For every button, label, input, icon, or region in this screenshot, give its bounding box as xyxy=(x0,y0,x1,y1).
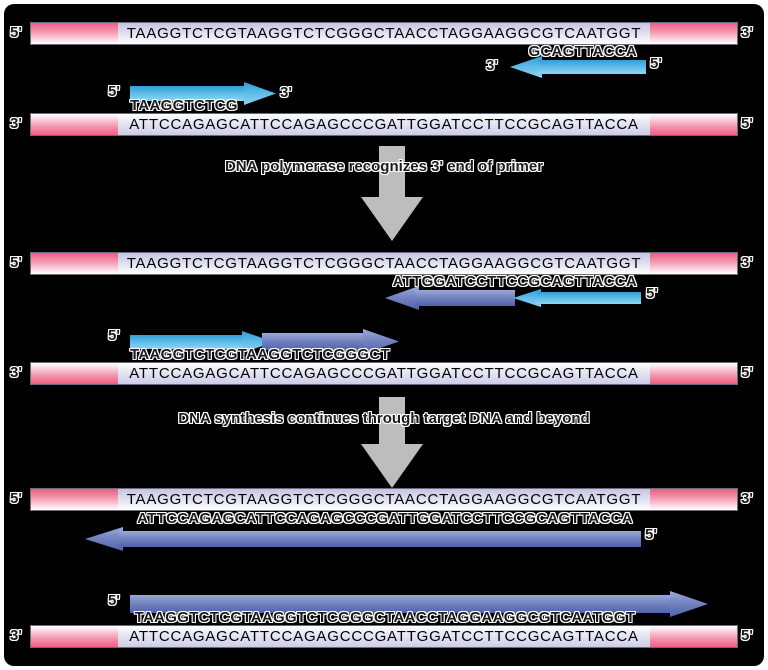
panel3-top-template-strand: TAAGGTCTCGTAAGGTCTCGGGCTAACCTAGGAAGGCGTC… xyxy=(30,488,738,511)
strand-end-segment xyxy=(650,114,737,135)
forward-primer-sequence: TAAGGTCTCG xyxy=(130,97,238,114)
target-sequence: ATTCCAGAGCATTCCAGAGCCCGATTGGATCCTTCCGCAG… xyxy=(118,626,650,647)
reverse-full-product-arrow xyxy=(85,527,641,551)
panel2-bottom-template-strand: ATTCCAGAGCATTCCAGAGCCCGATTGGATCCTTCCGCAG… xyxy=(30,362,738,385)
arrow-body xyxy=(130,335,246,349)
target-sequence: TAAGGTCTCGTAAGGTCTCGGGCTAACCTAGGAAGGCGTC… xyxy=(118,23,650,44)
p2-top-right-end-label: 3' xyxy=(741,254,753,271)
p3-bottom-right-end-label: 5' xyxy=(741,627,753,644)
down-arrow-1-stem xyxy=(379,146,405,198)
step2-caption: DNA synthesis continues through target D… xyxy=(178,410,590,427)
strand-end-segment xyxy=(650,626,737,647)
panel1-bottom-template-strand: ATTCCAGAGCATTCCAGAGCCCGATTGGATCCTTCCGCAG… xyxy=(30,113,738,136)
p2-top-left-end-label: 5' xyxy=(10,254,22,271)
arrow-body xyxy=(130,595,674,613)
reverse-primer-arrow-annealed xyxy=(513,289,641,307)
p3-top-right-end-label: 3' xyxy=(741,490,753,507)
strand-end-segment xyxy=(31,363,118,384)
panel1-top-template-strand: TAAGGTCTCGTAAGGTCTCGGGCTAACCTAGGAAGGCGTC… xyxy=(30,22,738,45)
panel3-bottom-template-strand: ATTCCAGAGCATTCCAGAGCCCGATTGGATCCTTCCGCAG… xyxy=(30,625,738,648)
strand-end-segment xyxy=(650,253,737,274)
arrow-body xyxy=(119,531,641,547)
strand-end-segment xyxy=(31,489,118,510)
strand-end-segment xyxy=(31,253,118,274)
arrow-body xyxy=(262,333,367,350)
arrow-body xyxy=(537,292,641,304)
target-sequence: TAAGGTCTCGTAAGGTCTCGGGCTAACCTAGGAAGGCGTC… xyxy=(118,253,650,274)
target-sequence: ATTCCAGAGCATTCCAGAGCCCGATTGGATCCTTCCGCAG… xyxy=(118,114,650,135)
target-sequence: TAAGGTCTCGTAAGGTCTCGGGCTAACCTAGGAAGGCGTC… xyxy=(118,489,650,510)
strand-end-segment xyxy=(31,114,118,135)
strand-end-segment xyxy=(650,489,737,510)
forward-primer-3prime-label: 3' xyxy=(280,84,292,101)
forward-extension-arrow xyxy=(262,329,399,354)
p1-bottom-left-end-label: 3' xyxy=(10,115,22,132)
target-sequence: ATTCCAGAGCATTCCAGAGCCCGATTGGATCCTTCCGCAG… xyxy=(118,363,650,384)
down-arrow-2-stem xyxy=(379,397,405,445)
arrow-body xyxy=(130,86,248,101)
forward-extended-sequence: TAAGGTCTCGTAAGGTCTCGGGCT xyxy=(130,346,390,363)
arrow-body xyxy=(415,290,515,306)
reverse-extension-arrow xyxy=(385,286,515,310)
forward-primer-arrow xyxy=(130,82,276,105)
arrow-body xyxy=(538,60,646,74)
p3-bottom-left-end-label: 3' xyxy=(10,627,22,644)
panel2-top-template-strand: TAAGGTCTCGTAAGGTCTCGGGCTAACCTAGGAAGGCGTC… xyxy=(30,252,738,275)
forward-product-5prime-label: 5' xyxy=(108,327,120,344)
reverse-extended-sequence: ATTGGATCCTTCCGCAGTTACCA xyxy=(392,273,637,290)
reverse-full-product-5prime-label: 5' xyxy=(645,526,657,543)
left-arrowhead-icon xyxy=(385,286,419,310)
reverse-primer-sequence: GCAGTTACCA xyxy=(528,43,637,60)
reverse-primer-3prime-label: 3' xyxy=(486,57,498,74)
forward-full-product-arrow xyxy=(130,591,708,617)
reverse-primer-5prime-label: 5' xyxy=(650,55,662,72)
reverse-product-5prime-label: 5' xyxy=(646,285,658,302)
p3-top-left-end-label: 5' xyxy=(10,490,22,507)
strand-end-segment xyxy=(31,626,118,647)
strand-end-segment xyxy=(650,23,737,44)
p1-bottom-right-end-label: 5' xyxy=(741,115,753,132)
p1-top-right-end-label: 3' xyxy=(741,24,753,41)
strand-end-segment xyxy=(31,23,118,44)
right-arrowhead-icon xyxy=(670,591,708,617)
reverse-full-product-sequence: ATTCCAGAGCATTCCAGAGCCCGATTGGATCCTTCCGCAG… xyxy=(137,510,633,527)
right-arrowhead-icon xyxy=(244,82,276,105)
left-arrowhead-icon xyxy=(85,527,123,551)
strand-end-segment xyxy=(650,363,737,384)
reverse-primer-arrow xyxy=(510,56,646,78)
p2-bottom-right-end-label: 5' xyxy=(741,364,753,381)
step1-caption: DNA polymerase recognizes 3' end of prim… xyxy=(224,158,544,175)
p1-top-left-end-label: 5' xyxy=(10,24,22,41)
forward-full-product-5prime-label: 5' xyxy=(108,592,120,609)
forward-primer-5prime-label: 5' xyxy=(108,83,120,100)
p2-bottom-left-end-label: 3' xyxy=(10,364,22,381)
forward-full-product-sequence: TAAGGTCTCGTAAGGTCTCGGGCTAACCTAGGAAGGCGTC… xyxy=(134,609,636,626)
